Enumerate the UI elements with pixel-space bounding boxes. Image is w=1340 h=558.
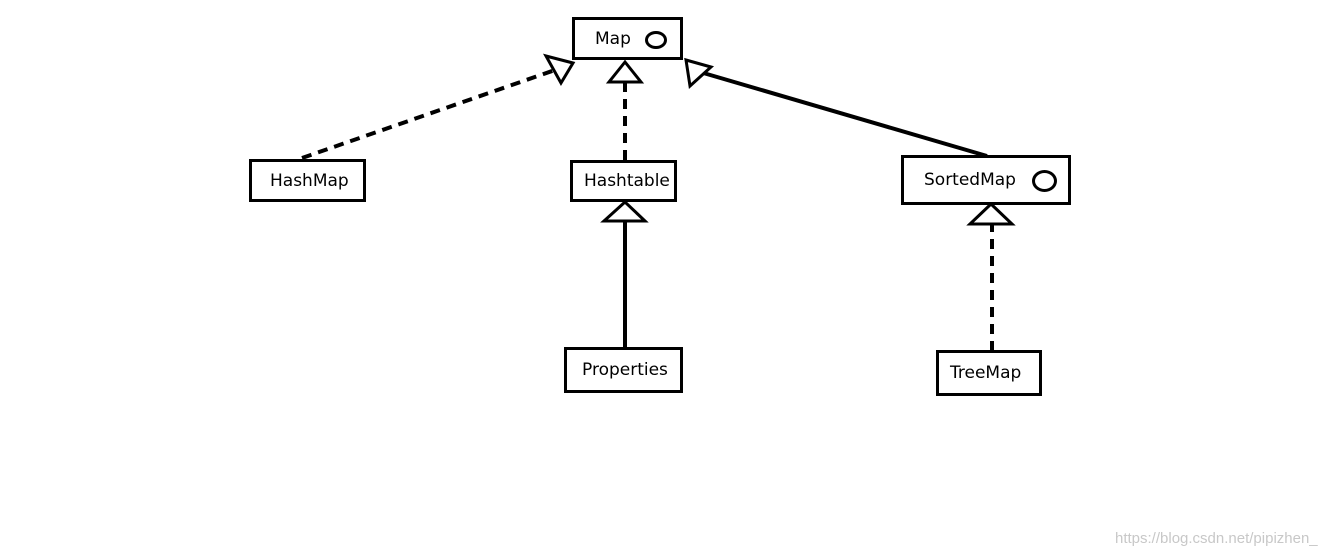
node-hashmap-label: HashMap: [270, 170, 349, 191]
node-sortedmap: SortedMap: [901, 155, 1071, 205]
node-treemap: TreeMap: [936, 350, 1042, 396]
hollow-arrowhead-icon: [542, 53, 576, 86]
node-properties-label: Properties: [582, 360, 668, 380]
hollow-arrowhead-icon: [600, 199, 649, 223]
hollow-arrowhead-icon: [605, 59, 645, 84]
node-hashtable: Hashtable: [570, 160, 677, 202]
interface-circle-icon: [1032, 170, 1057, 192]
node-treemap-label: TreeMap: [950, 363, 1022, 383]
interface-circle-icon: [645, 31, 667, 49]
edge-sortedmap-to-map: [684, 57, 988, 158]
node-map-label: Map: [595, 28, 631, 49]
node-sortedmap-label: SortedMap: [924, 170, 1016, 190]
node-hashmap: HashMap: [249, 159, 366, 202]
hollow-arrowhead-icon: [684, 57, 715, 89]
watermark-url: https://blog.csdn.net/pipizhen_: [1115, 530, 1318, 547]
hollow-arrowhead-icon: [966, 201, 1016, 226]
edge-treemap-to-sortedmap: [966, 201, 1016, 351]
node-hashtable-label: Hashtable: [584, 171, 670, 191]
edge-hashtable-to-map: [605, 59, 645, 160]
edge-properties-to-hashtable: [600, 199, 649, 348]
node-properties: Properties: [564, 347, 683, 393]
edge-hashmap-to-map: [301, 53, 576, 160]
node-map: Map: [572, 17, 683, 60]
